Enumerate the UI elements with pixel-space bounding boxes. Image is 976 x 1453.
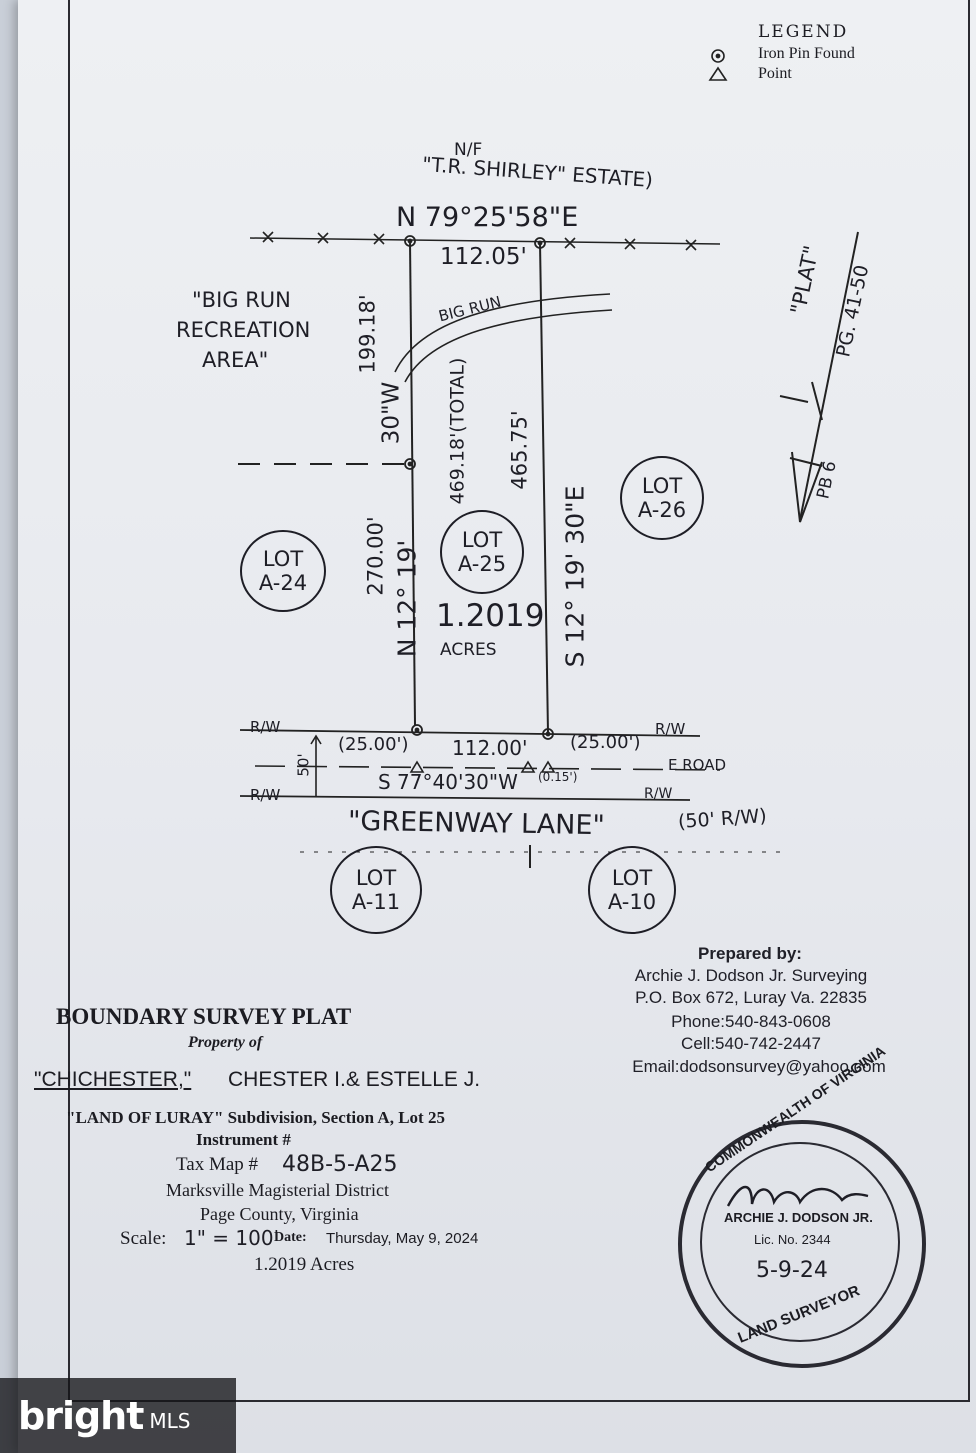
rw-left-top: R/W	[250, 718, 281, 736]
instrument: Instrument #	[196, 1130, 291, 1149]
rw-right-top: R/W	[655, 720, 686, 738]
north-bearing: N 79°25'58"E	[396, 202, 579, 233]
preparer-company: Archie J. Dodson Jr. Surveying	[634, 966, 868, 985]
west-upper-distance: 199.18'	[355, 294, 380, 374]
owner-last: "CHICHESTER,"	[34, 1068, 192, 1091]
preparer-phone: Phone:540-843-0608	[671, 1012, 831, 1031]
lot-a-11: LOT A-11	[330, 846, 422, 934]
preparer-email: Email:dodsonsurvey@yahoo.com	[632, 1057, 886, 1076]
lot-a-10: LOT A-10	[588, 846, 676, 934]
south-bearing: S 77°40'30"W	[378, 770, 518, 794]
plat-border	[68, 0, 970, 1402]
date-label: Date:	[274, 1230, 307, 1245]
county: Page County, Virginia	[200, 1204, 359, 1224]
district: Marksville Magisterial District	[166, 1180, 389, 1200]
road-edge: E ROAD	[668, 756, 727, 774]
fence-marks	[262, 231, 697, 251]
tax-map-label: Tax Map #	[176, 1154, 259, 1175]
iron-pin-icon	[404, 235, 554, 740]
preparer-heading: Prepared by:	[698, 944, 802, 963]
recreation-area-line1: "BIG RUN	[192, 288, 291, 312]
bright-mls-watermark: bright MLS	[0, 1378, 236, 1453]
west-total-distance: 469.18'(TOTAL)	[446, 357, 469, 505]
left-setback: (25.00')	[338, 734, 409, 755]
west-bearing-fragment: 30"W	[378, 381, 405, 445]
title: BOUNDARY SURVEY PLAT	[56, 1004, 352, 1029]
point-icon	[409, 760, 556, 773]
date-value: Thursday, May 9, 2024	[326, 1230, 479, 1247]
road-name: "GREENWAY LANE"	[347, 805, 606, 842]
north-distance: 112.05'	[440, 244, 527, 270]
scale-label: Scale:	[120, 1228, 167, 1249]
watermark-brand: bright	[18, 1393, 144, 1438]
tax-map-value: 48B-5-A25	[282, 1152, 398, 1177]
north-arrow-icon	[779, 231, 859, 523]
west-bearing: N 12° 19'	[392, 539, 422, 658]
area-value: 1.2019	[436, 598, 545, 634]
right-setback: (25.00')	[570, 732, 641, 753]
east-bearing: S 12° 19' 30"E	[560, 485, 590, 668]
scale-value: 1" = 100'	[184, 1226, 280, 1250]
signature	[726, 1185, 869, 1207]
recreation-area-line2: RECREATION	[176, 318, 311, 342]
preparer-address: P.O. Box 672, Luray Va. 22835	[635, 988, 867, 1007]
north-owner-prefix: N/F	[454, 140, 483, 160]
lot-a-25: LOT A-25	[440, 510, 524, 594]
west-lower-distance: 270.00'	[363, 516, 388, 596]
property-of: Property of	[188, 1034, 263, 1051]
area-unit: ACRES	[440, 640, 497, 660]
legend-point: Point	[758, 65, 792, 82]
owner-names: CHESTER I.& ESTELLE J.	[228, 1068, 481, 1091]
preparer-cell: Cell:540-742-2447	[681, 1034, 821, 1053]
recreation-area-line3: AREA"	[202, 348, 269, 372]
surveyor-seal: COMMONWEALTH OF VIRGINIA ARCHIE J. DODSO…	[678, 1043, 926, 1368]
row-width: 50'	[294, 753, 313, 777]
south-distance: 112.00'	[452, 736, 528, 760]
watermark-suffix: MLS	[149, 1408, 191, 1433]
rw-right-road: R/W	[644, 786, 673, 802]
south-offset: (0.15')	[538, 770, 578, 784]
seal-date: 5-9-24	[756, 1258, 828, 1283]
lot-a-26: LOT A-26	[620, 456, 704, 540]
subdivision: "LAND OF LURAY" Subdivision, Section A, …	[66, 1108, 445, 1127]
legend-iron-pin: Iron Pin Found	[758, 45, 855, 62]
seal-name: ARCHIE J. DODSON JR.	[724, 1210, 873, 1225]
lot-a-24: LOT A-24	[240, 530, 326, 612]
seal-license: Lic. No. 2344	[754, 1232, 831, 1247]
legend-title: LEGEND	[758, 22, 849, 42]
acres: 1.2019 Acres	[254, 1254, 355, 1275]
east-distance: 465.75'	[507, 410, 532, 490]
rw-left-bottom: R/W	[250, 786, 281, 804]
